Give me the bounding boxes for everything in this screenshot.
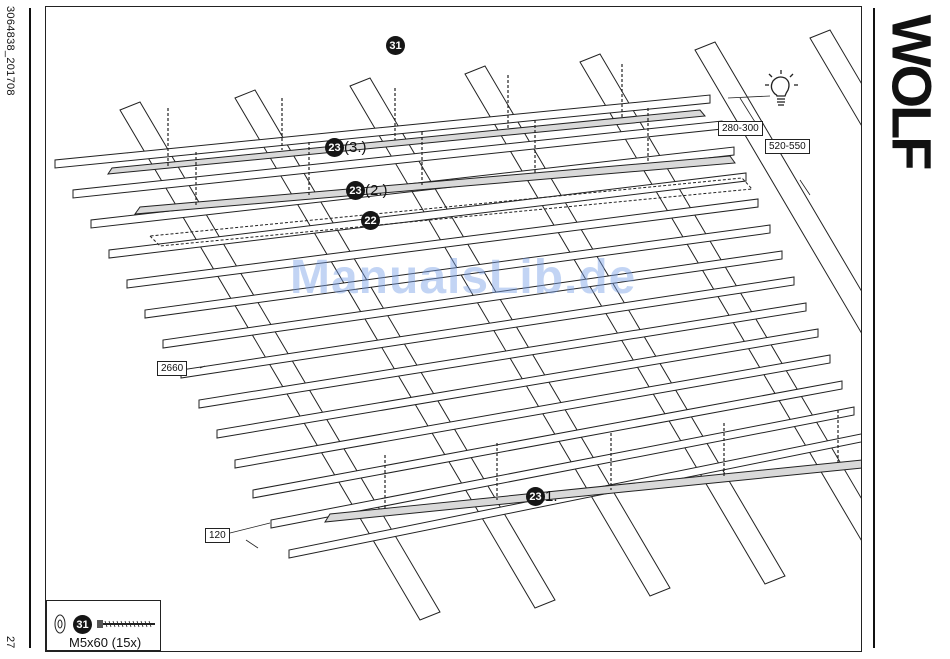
watermark: ManualsLib.de — [290, 250, 636, 305]
callout-23-3: 23(3.) — [325, 138, 367, 157]
dimension-label: 520-550 — [765, 139, 810, 154]
dimension-label: 120 — [205, 528, 230, 543]
callout-22: 22 — [361, 211, 380, 230]
callout-23-2: 23(2.) — [346, 181, 388, 200]
legend-callout: 31 — [73, 615, 92, 634]
lightbulb-icon — [763, 68, 801, 112]
legend-spec: M5x60 (15x) — [69, 635, 141, 650]
fastener-legend: 31 M5x60 (15x) — [46, 600, 161, 651]
callout-31: 31 — [386, 36, 405, 55]
dimension-label: 280-300 — [718, 121, 763, 136]
washer-icon — [53, 613, 67, 635]
screw-icon — [97, 619, 157, 629]
dimension-label: 2660 — [157, 361, 187, 376]
